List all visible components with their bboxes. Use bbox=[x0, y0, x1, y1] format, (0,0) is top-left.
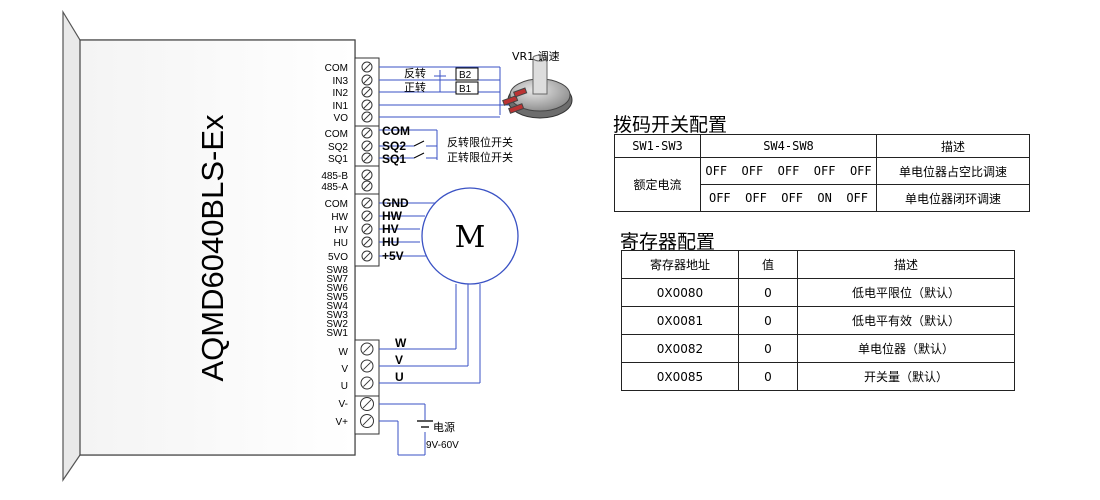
phase-labels: WVU bbox=[395, 336, 407, 384]
motor-phase-wiring bbox=[379, 284, 481, 384]
hall-signal-label: GND bbox=[382, 196, 409, 210]
terminal-label: HW bbox=[331, 212, 348, 223]
terminal-label: SW7 bbox=[326, 274, 348, 285]
dip-row-desc: 单电位器闭环调速 bbox=[876, 184, 1030, 212]
terminal-label: IN2 bbox=[332, 88, 348, 99]
terminal-label: 5VO bbox=[328, 252, 348, 263]
b2-label: B2 bbox=[459, 70, 472, 81]
register-addr: 0X0085 bbox=[621, 362, 739, 391]
terminal-label: SW5 bbox=[326, 292, 348, 303]
terminal-label: COM bbox=[325, 129, 348, 140]
hall-wiring bbox=[379, 202, 468, 257]
potentiometer-icon bbox=[502, 54, 573, 119]
register-value: 0 bbox=[738, 306, 798, 335]
terminal-label: VO bbox=[334, 113, 349, 124]
dip-switch-states: OFF OFF OFF ON OFF bbox=[700, 184, 877, 212]
register-addr: 0X0082 bbox=[621, 334, 739, 363]
register-addr: 0X0080 bbox=[621, 278, 739, 307]
battery-icon bbox=[417, 420, 433, 428]
b1-label: B1 bbox=[459, 84, 472, 95]
hall-signal-label: +5V bbox=[382, 249, 404, 263]
reverse-label: 反转 bbox=[404, 66, 426, 80]
motor-phase-label: V bbox=[395, 353, 403, 367]
terminal-label: 485-B bbox=[321, 171, 348, 182]
power-range-label: 9V-60V bbox=[426, 440, 459, 451]
dip-config-title: 拨码开关配置 bbox=[613, 114, 728, 136]
terminal-label: COM bbox=[325, 63, 348, 74]
register-header: 描述 bbox=[797, 250, 1015, 279]
hall-signal-label: HW bbox=[382, 209, 403, 223]
table-row: 0X0080 0 低电平限位（默认） bbox=[621, 278, 1015, 307]
power-label: 电源 bbox=[433, 420, 455, 434]
register-addr: 0X0081 bbox=[621, 306, 739, 335]
register-desc: 单电位器（默认） bbox=[797, 334, 1015, 363]
table-row: 0X0081 0 低电平有效（默认） bbox=[621, 306, 1015, 335]
dip-header: SW1-SW3 bbox=[614, 134, 701, 158]
terminal-label: SW1 bbox=[326, 328, 348, 339]
motor-phase-label: W bbox=[395, 336, 407, 350]
speed-wiring bbox=[379, 66, 512, 118]
terminal-label: V+ bbox=[335, 417, 348, 428]
terminal-label: SQ1 bbox=[328, 154, 348, 165]
driver-model-label: AQMD6040BLS-Ex bbox=[195, 114, 230, 382]
terminal-label: SW2 bbox=[326, 319, 348, 330]
driver-body: AQMD6040BLS-Ex bbox=[62, 9, 356, 482]
motor-icon: M bbox=[421, 187, 519, 285]
sq1-label: SQ1 bbox=[382, 152, 406, 166]
register-desc: 开关量（默认） bbox=[797, 362, 1015, 391]
terminal-label: SW4 bbox=[326, 301, 348, 312]
terminal-label: HU bbox=[334, 238, 348, 249]
terminal-label: SW8 bbox=[326, 265, 348, 276]
terminal-screws bbox=[360, 61, 374, 428]
register-desc: 低电平有效（默认） bbox=[797, 306, 1015, 335]
dip-row-desc: 单电位器占空比调速 bbox=[876, 157, 1030, 185]
limit-com-label: COM bbox=[382, 124, 410, 138]
forward-limit-label: 正转限位开关 bbox=[447, 150, 513, 164]
terminal-label: COM bbox=[325, 199, 348, 210]
hall-signal-label: HU bbox=[382, 235, 399, 249]
terminal-label: SQ2 bbox=[328, 142, 348, 153]
terminal-label: SW3 bbox=[326, 310, 348, 321]
terminal-label: IN1 bbox=[332, 101, 348, 112]
table-row: 0X0082 0 单电位器（默认） bbox=[621, 334, 1015, 363]
terminal-label: U bbox=[341, 381, 348, 392]
terminal-label: 485-A bbox=[321, 182, 348, 193]
dip-header: 描述 bbox=[876, 134, 1030, 158]
motor-phase-label: U bbox=[395, 370, 404, 384]
register-desc: 低电平限位（默认） bbox=[797, 278, 1015, 307]
terminal-label: V- bbox=[339, 399, 348, 410]
terminal-label: IN3 bbox=[332, 76, 348, 87]
terminal-label: SW6 bbox=[326, 283, 348, 294]
dip-row-label: 额定电流 bbox=[614, 157, 701, 212]
sq2-label: SQ2 bbox=[382, 139, 406, 153]
terminal-label: W bbox=[339, 347, 349, 358]
limit-wiring bbox=[379, 129, 438, 160]
motor-letter: M bbox=[455, 220, 486, 255]
reverse-limit-label: 反转限位开关 bbox=[447, 135, 513, 149]
table-row: 0X0085 0 开关量（默认） bbox=[621, 362, 1015, 391]
switch-contacts bbox=[455, 67, 479, 95]
register-header: 寄存器地址 bbox=[621, 250, 739, 279]
terminal-label: V bbox=[341, 364, 348, 375]
register-value: 0 bbox=[738, 334, 798, 363]
register-config-table: 寄存器地址 值 描述 0X0080 0 低电平限位（默认） 0X0081 0 低… bbox=[621, 250, 1015, 391]
register-header: 值 bbox=[738, 250, 798, 279]
dip-header: SW4-SW8 bbox=[700, 134, 877, 158]
hall-signal-label: HV bbox=[382, 222, 399, 236]
dip-switch-states: OFF OFF OFF OFF OFF bbox=[700, 157, 877, 185]
terminal-label: HV bbox=[334, 225, 348, 236]
register-value: 0 bbox=[738, 278, 798, 307]
forward-label: 正转 bbox=[404, 80, 426, 94]
register-config-title: 寄存器配置 bbox=[620, 231, 716, 253]
power-wiring bbox=[379, 403, 426, 456]
register-value: 0 bbox=[738, 362, 798, 391]
dip-config-table: SW1-SW3 SW4-SW8 描述 额定电流 OFF OFF OFF OFF … bbox=[614, 134, 1030, 212]
pot-label: VR1 调速 bbox=[512, 50, 560, 63]
